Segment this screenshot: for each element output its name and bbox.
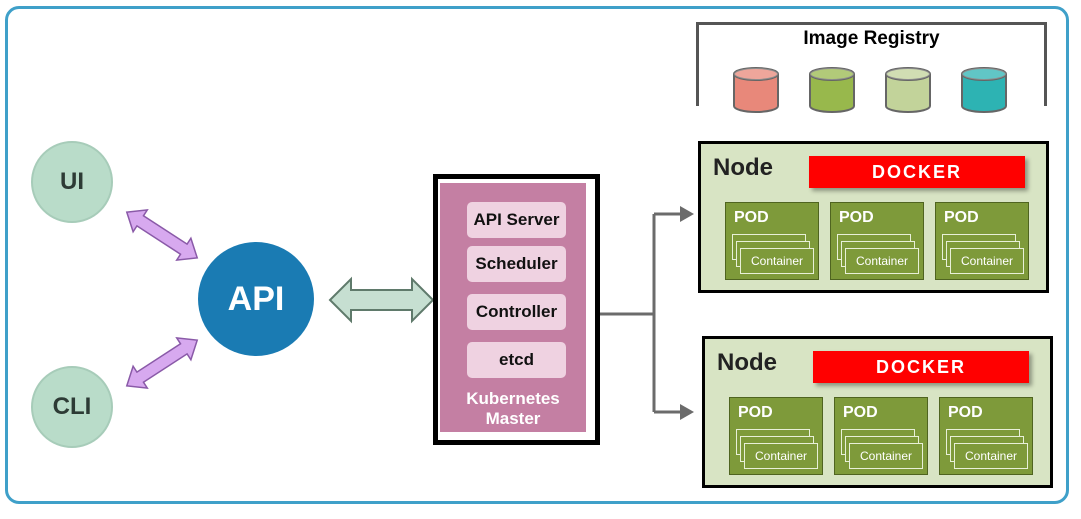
image-cylinder-1 bbox=[733, 67, 779, 113]
node-1-docker-runtime: DOCKER bbox=[809, 156, 1025, 188]
container-box: Container bbox=[954, 443, 1028, 469]
kubernetes-master-label: Kubernetes Master bbox=[440, 389, 586, 429]
container-box: Container bbox=[740, 248, 814, 274]
node-2-docker-runtime: DOCKER bbox=[813, 351, 1029, 383]
pod-label: POD bbox=[734, 209, 769, 226]
container-box: Container bbox=[845, 248, 919, 274]
cli-api-arrow bbox=[125, 337, 199, 389]
etcd-component: etcd bbox=[467, 342, 566, 378]
container-box: Container bbox=[744, 443, 818, 469]
ui-api-arrow bbox=[125, 209, 199, 261]
master-label-line2: Master bbox=[485, 409, 541, 428]
image-cylinder-4 bbox=[961, 67, 1007, 113]
node-2-pod-2: POD Container bbox=[834, 397, 928, 475]
node-2-pod-1: POD Container bbox=[729, 397, 823, 475]
master-label-line1: Kubernetes bbox=[466, 389, 560, 408]
node-1-pod-1: POD Container bbox=[725, 202, 819, 280]
node-2: Node DOCKER POD Container POD Container … bbox=[702, 336, 1053, 488]
pod-label: POD bbox=[944, 209, 979, 226]
container-box: Container bbox=[950, 248, 1024, 274]
arrowhead-node-2 bbox=[680, 404, 694, 420]
diagram-frame bbox=[5, 6, 1069, 504]
ui-client-circle: UI bbox=[31, 141, 113, 223]
pod-label: POD bbox=[843, 404, 878, 421]
controller-component: Controller bbox=[467, 294, 566, 330]
arrowhead-node-1 bbox=[680, 206, 694, 222]
api-server-component: API Server bbox=[467, 202, 566, 238]
cli-label: CLI bbox=[52, 393, 92, 420]
node-2-title: Node bbox=[717, 349, 777, 376]
node-1-title: Node bbox=[713, 154, 773, 181]
node-2-pod-3: POD Container bbox=[939, 397, 1033, 475]
image-cylinder-3 bbox=[885, 67, 931, 113]
image-registry-title: Image Registry bbox=[803, 28, 940, 49]
api-label: API bbox=[227, 279, 285, 318]
image-cylinder-2 bbox=[809, 67, 855, 113]
api-master-arrow bbox=[328, 276, 435, 324]
cli-client-circle: CLI bbox=[31, 366, 113, 448]
node-1-pod-2: POD Container bbox=[830, 202, 924, 280]
node-1-pod-3: POD Container bbox=[935, 202, 1029, 280]
pod-label: POD bbox=[839, 209, 874, 226]
pod-label: POD bbox=[738, 404, 773, 421]
ui-label: UI bbox=[60, 168, 84, 195]
node-1: Node DOCKER POD Container POD Container … bbox=[698, 141, 1049, 293]
container-box: Container bbox=[849, 443, 923, 469]
master-node-connector bbox=[600, 212, 684, 414]
pod-label: POD bbox=[948, 404, 983, 421]
scheduler-component: Scheduler bbox=[467, 246, 566, 282]
api-circle: API bbox=[198, 242, 314, 356]
